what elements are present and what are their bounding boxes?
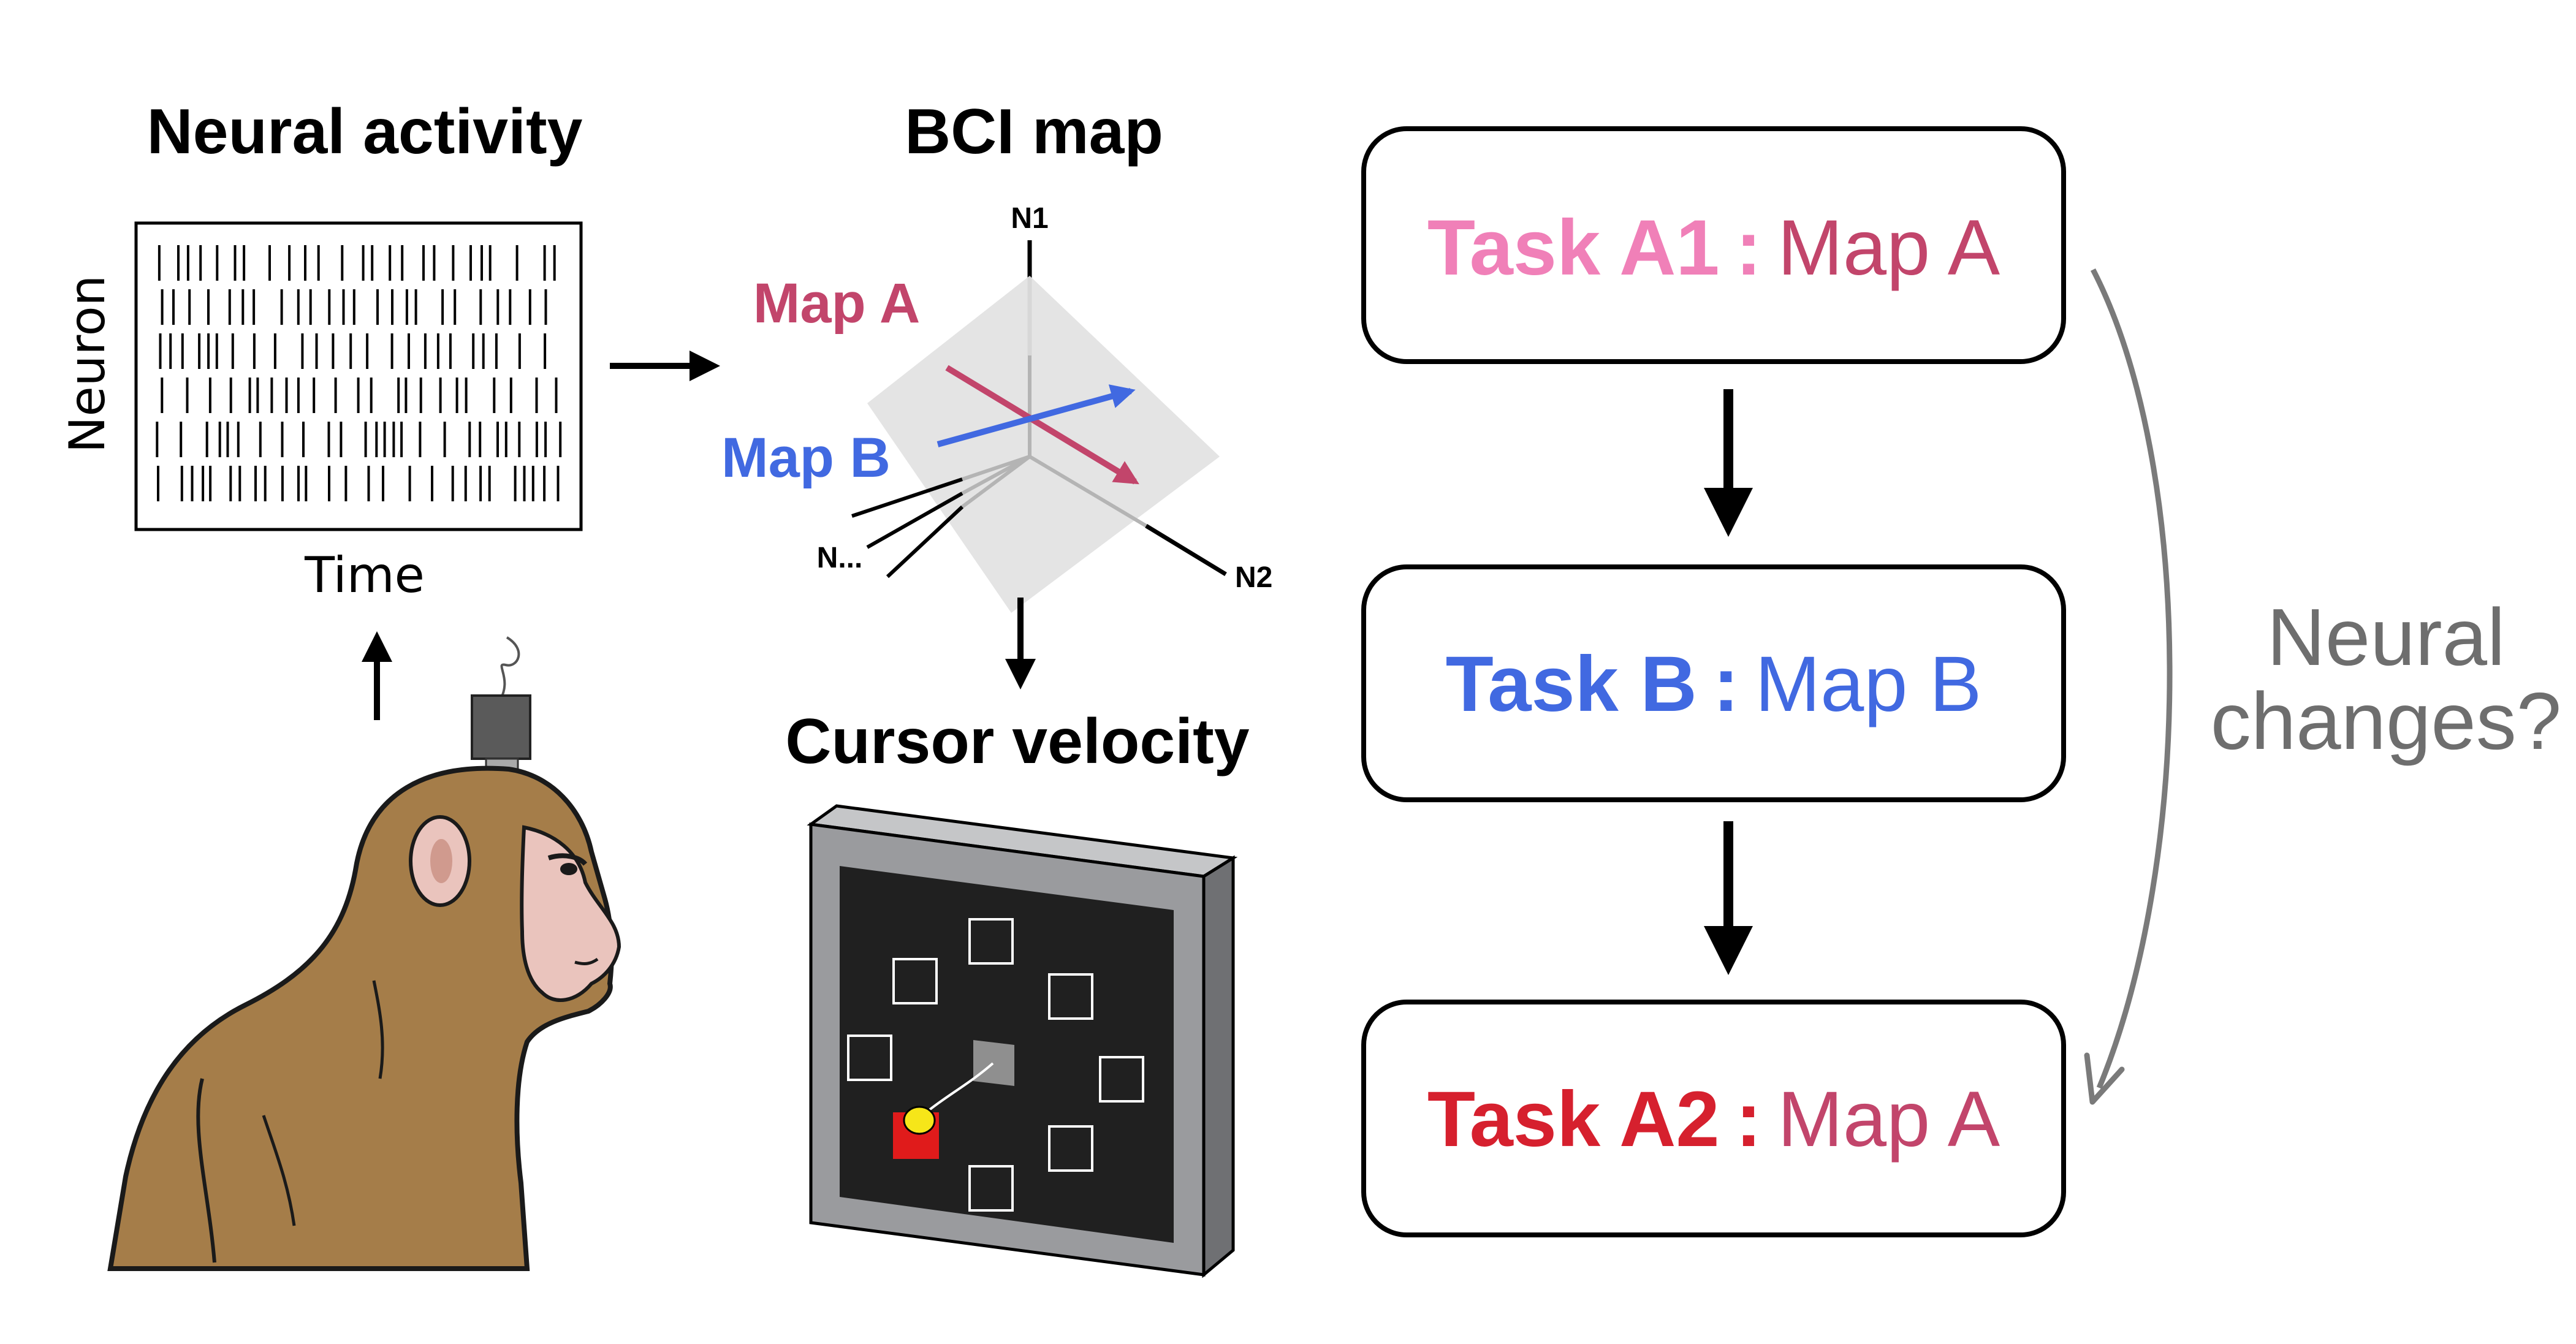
task-a2-map: Map A bbox=[1777, 1076, 2000, 1163]
target-bottom bbox=[968, 1165, 1014, 1212]
axis-nn-hidden-1 bbox=[962, 455, 1030, 481]
spike-raster bbox=[156, 245, 562, 501]
monkey-fur-line-2 bbox=[262, 1115, 296, 1226]
cursor bbox=[903, 1106, 936, 1135]
map-b-vector bbox=[937, 384, 1136, 447]
task-box-a1: Task A1:Map A bbox=[1361, 126, 2066, 364]
center-target bbox=[973, 1040, 1014, 1086]
axis-nn-hidden-3 bbox=[961, 455, 1031, 509]
task-b-text: Task B:Map B bbox=[1446, 640, 1982, 728]
comparison-arrow bbox=[2090, 268, 2173, 1089]
axis-nn-line-3 bbox=[886, 505, 964, 579]
target-top-left bbox=[892, 958, 938, 1004]
outer-targets bbox=[847, 918, 1144, 1212]
axis-nn-line-2 bbox=[866, 492, 963, 549]
task-a1-map: Map A bbox=[1777, 204, 2000, 292]
bci-map-title: BCI map bbox=[905, 96, 1163, 167]
monkey-brow bbox=[547, 853, 588, 866]
neural-changes-line1: Neural bbox=[2267, 592, 2506, 682]
task-box-a1-frame bbox=[1361, 126, 2066, 364]
task-screen bbox=[807, 804, 1238, 1278]
task-a2-text: Task A2:Map A bbox=[1427, 1076, 2000, 1163]
task-a2-sep: : bbox=[1736, 1076, 1762, 1163]
map-a-vector bbox=[945, 365, 1139, 485]
electrode-connector bbox=[471, 694, 531, 760]
axis-nn-label: N... bbox=[817, 542, 863, 574]
monkey-ear-inner bbox=[430, 839, 452, 883]
target-top bbox=[968, 918, 1014, 965]
task-a1-name: Task A1 bbox=[1427, 204, 1720, 292]
task-box-a2: Task A2:Map A bbox=[1361, 1000, 2066, 1237]
map-b-label: Map B bbox=[721, 427, 891, 489]
axis-n2-line bbox=[1145, 524, 1227, 576]
task-a1-sep: : bbox=[1736, 204, 1762, 292]
task-box-a2-frame bbox=[1361, 1000, 2066, 1237]
task-box-b-frame bbox=[1361, 564, 2066, 802]
task-b-sep: : bbox=[1713, 640, 1739, 728]
neural-activity-title: Neural activity bbox=[147, 96, 583, 167]
map-a-label: Map A bbox=[753, 272, 921, 335]
task-b-map: Map B bbox=[1755, 640, 1981, 728]
task-a1-text: Task A1:Map A bbox=[1427, 204, 2000, 292]
axis-n2-hidden bbox=[1028, 455, 1147, 528]
task-box-b: Task B:Map B bbox=[1361, 564, 2066, 802]
axis-n2-label: N2 bbox=[1235, 561, 1272, 594]
target-bottom-right bbox=[1048, 1125, 1093, 1172]
monkey-body bbox=[107, 765, 614, 1271]
monkey-arm-line bbox=[196, 1078, 216, 1263]
monkey-face bbox=[520, 825, 621, 1002]
monkey-eye bbox=[560, 863, 577, 875]
comparison-arrow-head bbox=[2084, 1052, 2125, 1105]
axis-n1-label: N1 bbox=[1011, 202, 1048, 235]
axis-nn-line-1 bbox=[851, 477, 963, 518]
target-top-right bbox=[1048, 973, 1093, 1020]
map-plane bbox=[867, 276, 1220, 613]
screen-frame-side bbox=[1202, 855, 1235, 1278]
monkey-fur-line-1 bbox=[372, 980, 384, 1079]
raster-y-label: Neuron bbox=[59, 275, 116, 454]
task-b-name: Task B bbox=[1446, 640, 1697, 728]
monkey-illustration bbox=[107, 636, 621, 1271]
target-right bbox=[1099, 1056, 1144, 1103]
target-left bbox=[847, 1035, 892, 1081]
electrode-wire bbox=[496, 636, 520, 705]
task-a2-name: Task A2 bbox=[1427, 1076, 1720, 1163]
raster-x-label: Time bbox=[304, 547, 425, 604]
monkey-mouth bbox=[574, 957, 599, 965]
neural-changes-line2: changes? bbox=[2211, 676, 2561, 766]
cursor-velocity-title: Cursor velocity bbox=[785, 706, 1249, 777]
